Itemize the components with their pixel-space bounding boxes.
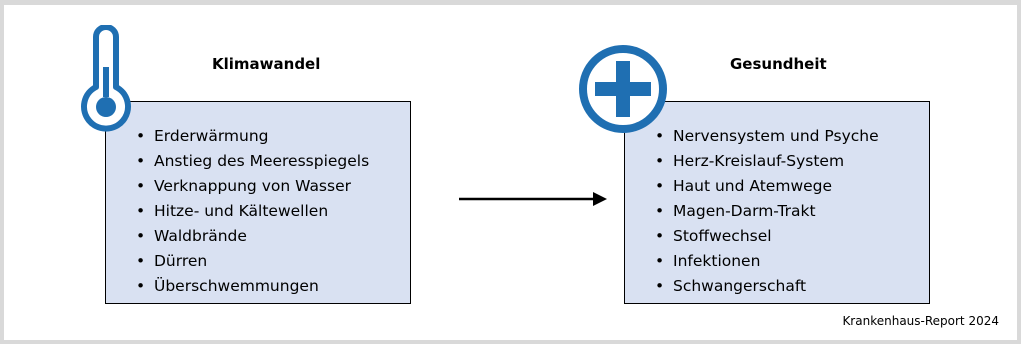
list-item: •Stoffwechsel — [655, 227, 772, 245]
list-item: •Haut und Atemwege — [655, 177, 833, 195]
left-panel-list: •Erderwärmung •Anstieg des Meeresspiegel… — [136, 124, 369, 299]
left-panel-title: Klimawandel — [212, 55, 321, 73]
list-item: •Waldbrände — [136, 227, 247, 245]
arrow-right-icon — [459, 192, 607, 206]
list-item: •Dürren — [136, 252, 208, 270]
list-item: •Schwangerschaft — [655, 277, 807, 295]
list-item: •Hitze- und Kältewellen — [136, 202, 329, 220]
list-item: •Überschwemmungen — [136, 277, 319, 295]
list-item: •Nervensystem und Psyche — [655, 127, 879, 145]
right-panel-box: •Nervensystem und Psyche •Herz-Kreislauf… — [624, 101, 930, 304]
right-panel-title: Gesundheit — [730, 55, 827, 73]
list-item: •Magen-Darm-Trakt — [655, 202, 816, 220]
right-panel-list: •Nervensystem und Psyche •Herz-Kreislauf… — [655, 124, 879, 299]
list-item: •Verknappung von Wasser — [136, 177, 351, 195]
plus-circle-icon — [579, 45, 667, 133]
source-label: Krankenhaus-Report 2024 — [842, 314, 999, 328]
left-panel-box: •Erderwärmung •Anstieg des Meeresspiegel… — [105, 101, 411, 304]
list-item: •Infektionen — [655, 252, 761, 270]
thermometer-icon — [81, 25, 131, 132]
list-item: •Herz-Kreislauf-System — [655, 152, 845, 170]
list-item: •Erderwärmung — [136, 127, 269, 145]
list-item: •Anstieg des Meeresspiegels — [136, 152, 370, 170]
